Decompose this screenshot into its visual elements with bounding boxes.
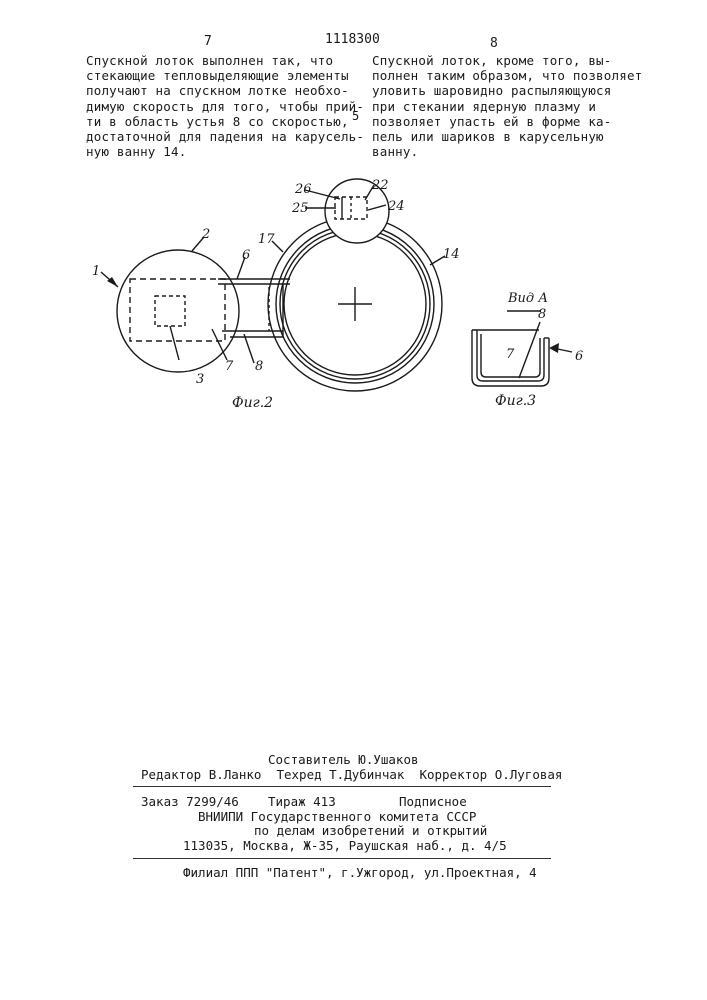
imprint-compiler: Составитель Ю.Ушаков [268,752,419,767]
figure3-caption: Фиг.3 [495,393,536,409]
figure2-caption: Фиг.2 [232,395,273,411]
label-3: 3 [196,372,204,387]
imprint-org1: ВНИИПИ Государственного комитета СССР [198,809,476,824]
label-22: 22 [371,178,389,193]
imprint-subscription: Подписное [399,794,467,809]
label-26: 26 [294,182,312,197]
label-6: 6 [242,248,250,263]
fig3-label-7: 7 [506,347,515,362]
imprint-rule-bottom [133,858,551,859]
imprint-branch: Филиал ППП "Патент", г.Ужгород, ул.Проек… [183,865,537,880]
label-14: 14 [443,247,460,262]
label-7: 7 [225,359,234,374]
vessel-inner-dashed [130,279,225,341]
imprint-address: 113035, Москва, Ж-35, Раушская наб., д. … [183,838,507,853]
label-17: 17 [258,232,275,247]
label-24: 24 [387,199,405,214]
label-8: 8 [255,359,263,374]
imprint-rule-top [133,786,551,787]
vessel-core-dashed [155,296,185,326]
imprint-order: Заказ 7299/46 [141,794,239,809]
imprint-staff: Редактор В.Ланко Техред Т.Дубинчак Корре… [141,767,562,782]
label-1: 1 [92,264,100,279]
imprint-org2: по делам изобретений и открытий [254,823,487,838]
label-25: 25 [291,201,309,216]
view-a-label: Вид А [507,291,548,306]
imprint-circulation: Тираж 413 [268,794,336,809]
label-2: 2 [201,227,210,242]
fig3-label-6: 6 [575,349,583,364]
technical-drawing: 1 2 3 6 7 8 14 17 22 24 25 26 Фиг.2 Вид … [0,0,707,420]
arrow-6 [549,343,559,353]
fig3-label-8: 8 [538,307,546,322]
